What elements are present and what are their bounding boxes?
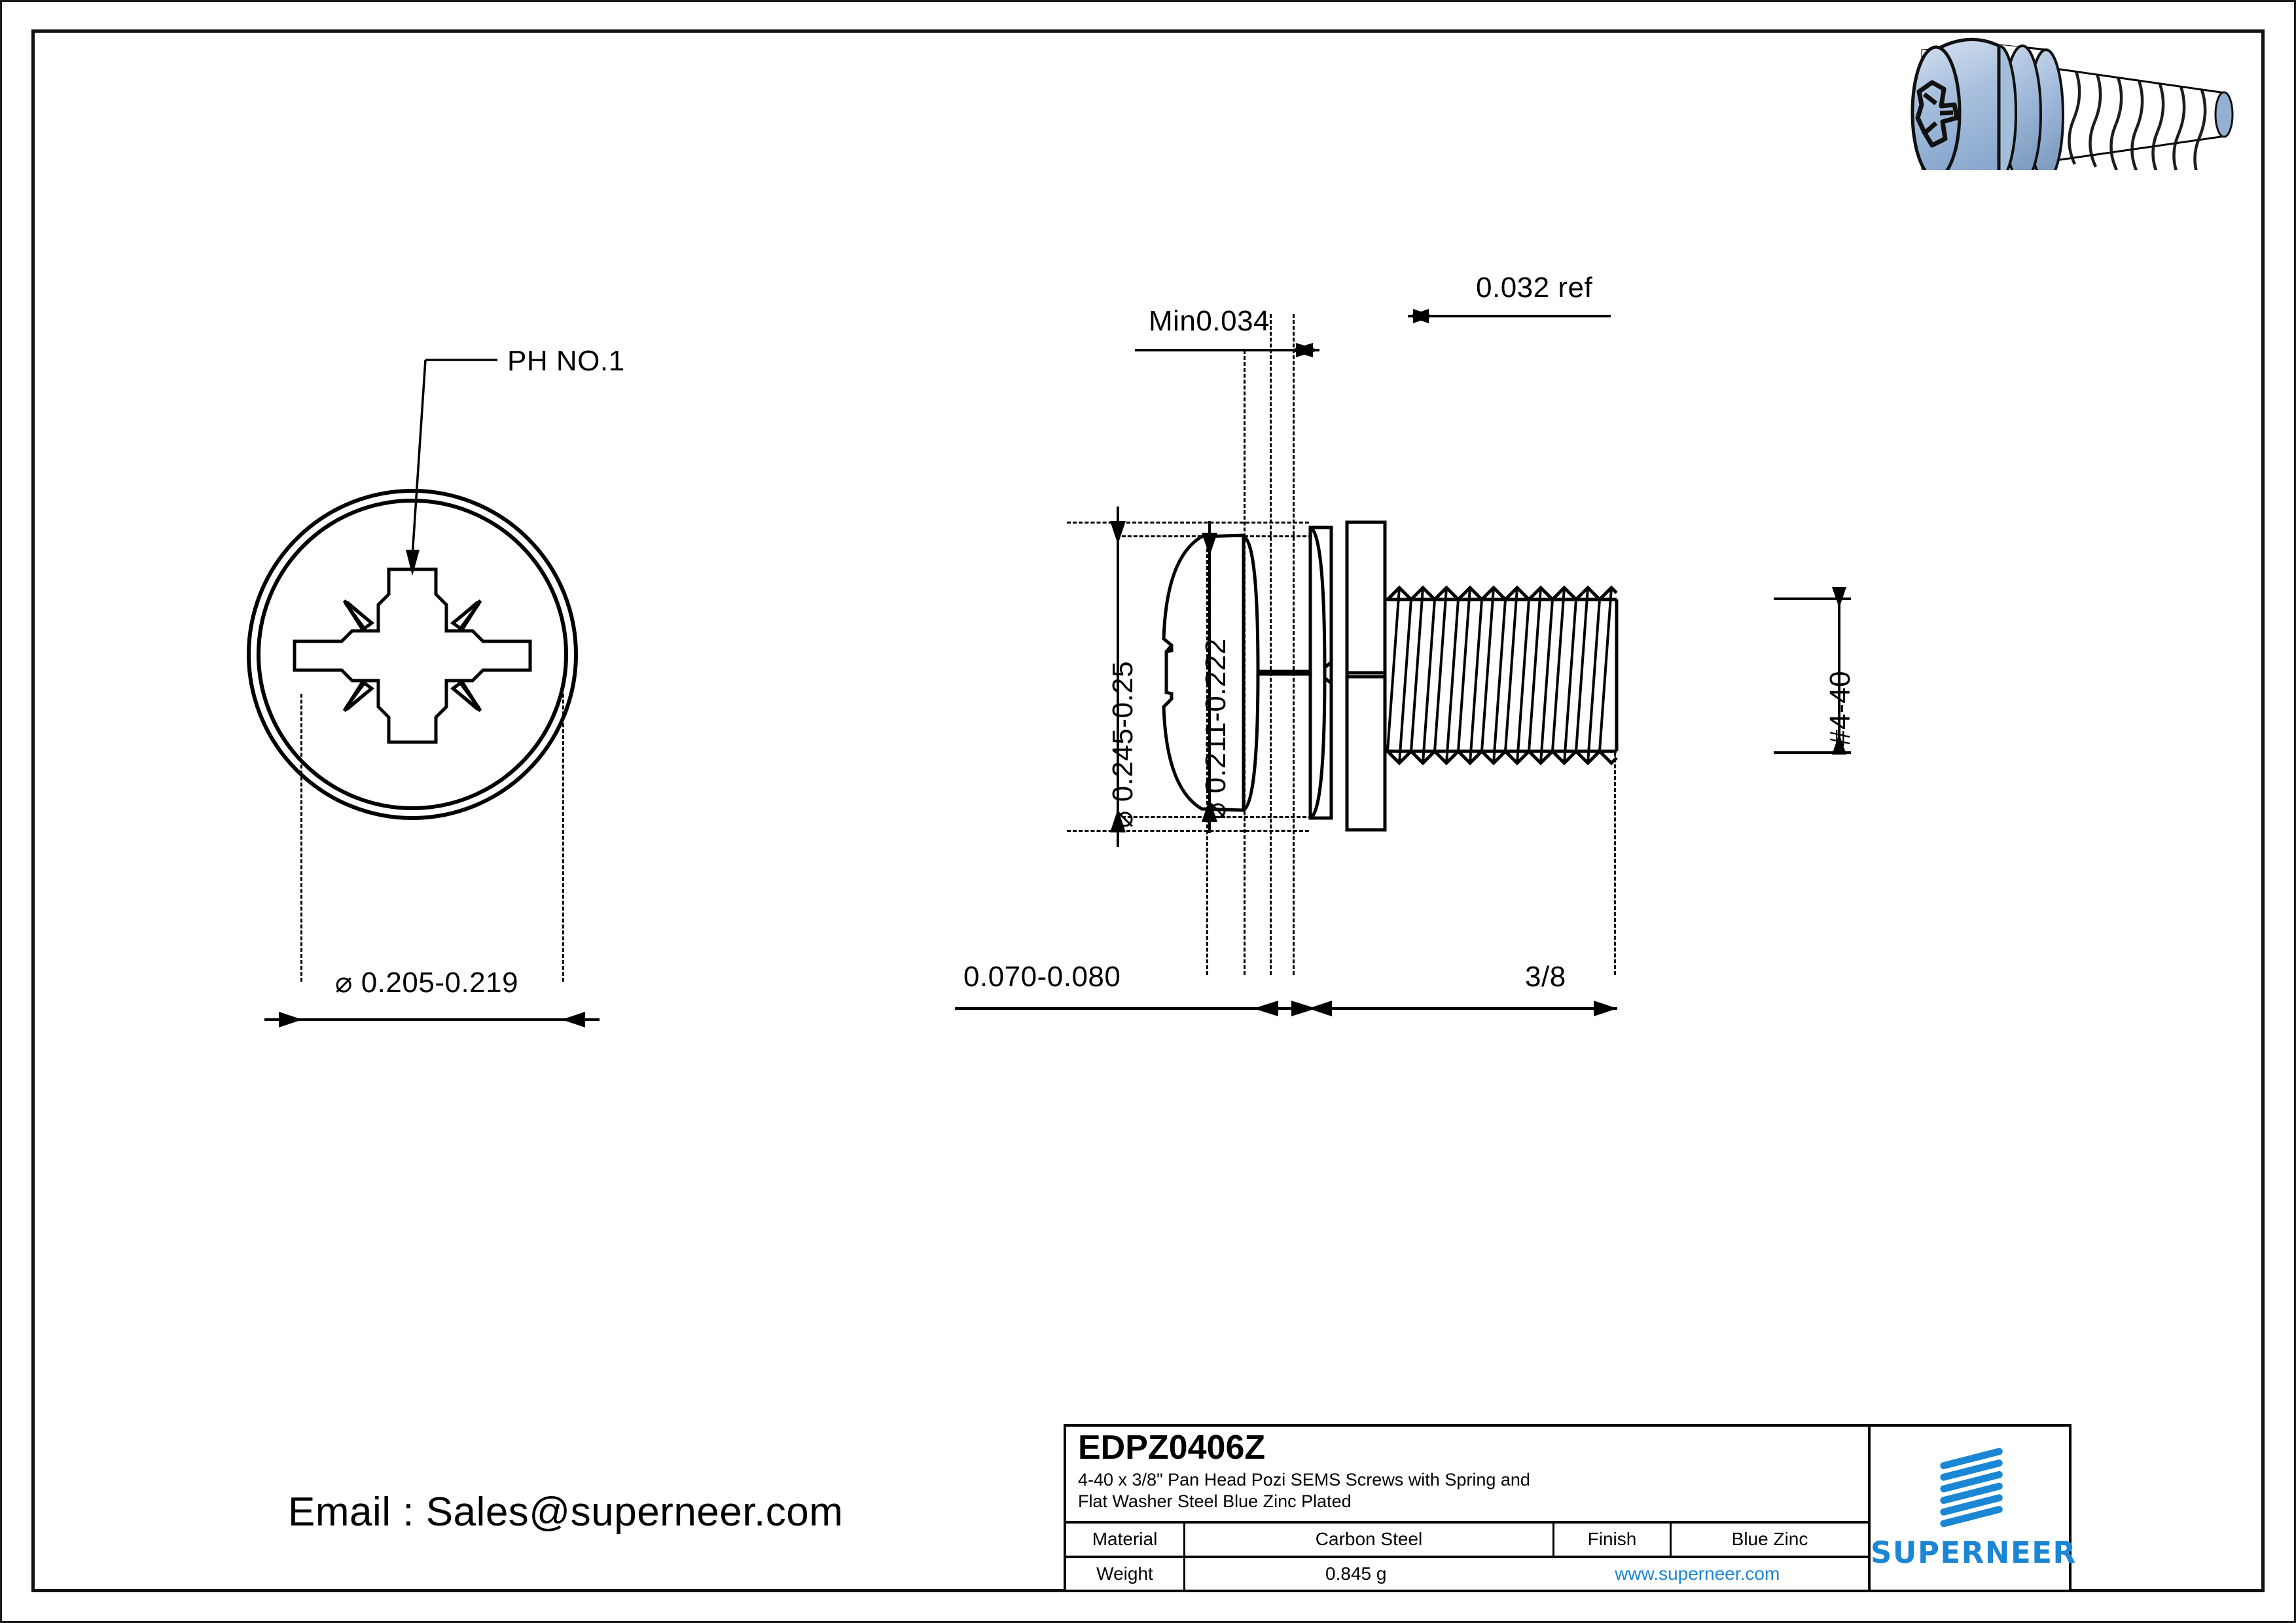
ph-callout-leader	[411, 359, 497, 557]
title-block-row-material: Material Carbon Steel Finish Blue Zinc	[1066, 1524, 1868, 1556]
front-dim-ext-right	[562, 694, 564, 982]
side-ext-shank-end-v	[1614, 753, 1616, 975]
website-link[interactable]: www.superneer.com	[1615, 1563, 1780, 1584]
pozidriv-recess	[293, 567, 532, 744]
side-ext-bot-washer	[1067, 830, 1309, 832]
part-number: EDPZ0406Z	[1078, 1429, 1266, 1467]
thread-size-ext-bot	[1774, 751, 1851, 754]
side-ext-washleft-v	[1270, 314, 1272, 975]
title-block-left: EDPZ0406Z 4-40 x 3/8" Pan Head Pozi SEMS…	[1066, 1427, 1871, 1590]
iso-pan-head	[1910, 37, 2017, 170]
iso-pozidriv-recess	[1915, 80, 1960, 148]
side-view	[1162, 520, 1619, 832]
part-description-line-2: Flat Washer Steel Blue Zinc Plated	[1078, 1491, 1352, 1511]
brand-name: SUPERNEER	[1871, 1535, 2077, 1570]
side-ext-headleft-v	[1206, 537, 1208, 975]
contact-email: Email : Sales@superneer.com	[288, 1489, 844, 1535]
finish-value: Blue Zinc	[1731, 1529, 1808, 1550]
dim-washer-od-arrowline	[1110, 507, 1126, 847]
dim-spring-washer-text: Min0.034	[1149, 305, 1270, 337]
iso-threaded-shaft	[2041, 65, 2234, 170]
dim-washer-thickness-text: 0.032 ref	[1476, 272, 1593, 304]
front-dim-ext-left	[300, 694, 302, 982]
title-block-row-weight: Weight 0.845 g www.superneer.com	[1066, 1555, 1868, 1590]
head-inner-circle	[257, 499, 568, 810]
dim-washer-od-text: ⌀ 0.245-0.25	[1107, 660, 1139, 828]
dim-thread-length-line	[1308, 1001, 1617, 1016]
dim-head-od-arrowline	[1202, 521, 1217, 833]
ph-callout-arrowhead	[406, 550, 420, 576]
material-label: Material	[1066, 1524, 1185, 1556]
dim-spring-washer-line	[1135, 343, 1319, 357]
side-spring-washer	[1242, 526, 1333, 820]
side-ext-top-washer	[1067, 522, 1309, 524]
brand-logo: SUPERNEER	[1871, 1427, 2077, 1590]
dim-head-height-line	[955, 1001, 1316, 1016]
superneer-logo-icon	[1940, 1448, 2003, 1527]
side-ext-washright-v	[1293, 314, 1295, 975]
front-view	[247, 359, 578, 820]
title-block: EDPZ0406Z 4-40 x 3/8" Pan Head Pozi SEMS…	[1064, 1424, 2075, 1592]
dim-thread-size-text: #4-40	[1824, 670, 1856, 746]
front-diameter-dimension-text: ⌀ 0.205-0.219	[335, 967, 519, 999]
front-diameter-dimension-line	[264, 1012, 600, 1027]
material-value: Carbon Steel	[1315, 1529, 1423, 1550]
part-description-line-1: 4-40 x 3/8" Pan Head Pozi SEMS Screws wi…	[1078, 1470, 1530, 1490]
finish-label: Finish	[1552, 1524, 1672, 1556]
dim-head-height-text: 0.070-0.080	[963, 961, 1121, 993]
dim-thread-length-text: 3/8	[1525, 961, 1566, 993]
side-threaded-shank	[1385, 585, 1619, 766]
side-ext-headright-v	[1244, 350, 1246, 975]
side-flat-washer	[1345, 520, 1387, 832]
head-outer-circle	[247, 489, 578, 820]
ph-callout-label: PH NO.1	[507, 345, 625, 377]
weight-value: 0.845 g	[1325, 1563, 1387, 1584]
dim-washer-thickness-line	[1408, 309, 1611, 323]
dim-head-od-text: ⌀ 0.211-0.222	[1200, 638, 1232, 819]
weight-label: Weight	[1066, 1558, 1185, 1590]
iso-view-3d-screw	[1910, 37, 2234, 170]
thread-size-ext-top	[1774, 597, 1851, 600]
title-block-description: EDPZ0406Z 4-40 x 3/8" Pan Head Pozi SEMS…	[1066, 1427, 1868, 1524]
